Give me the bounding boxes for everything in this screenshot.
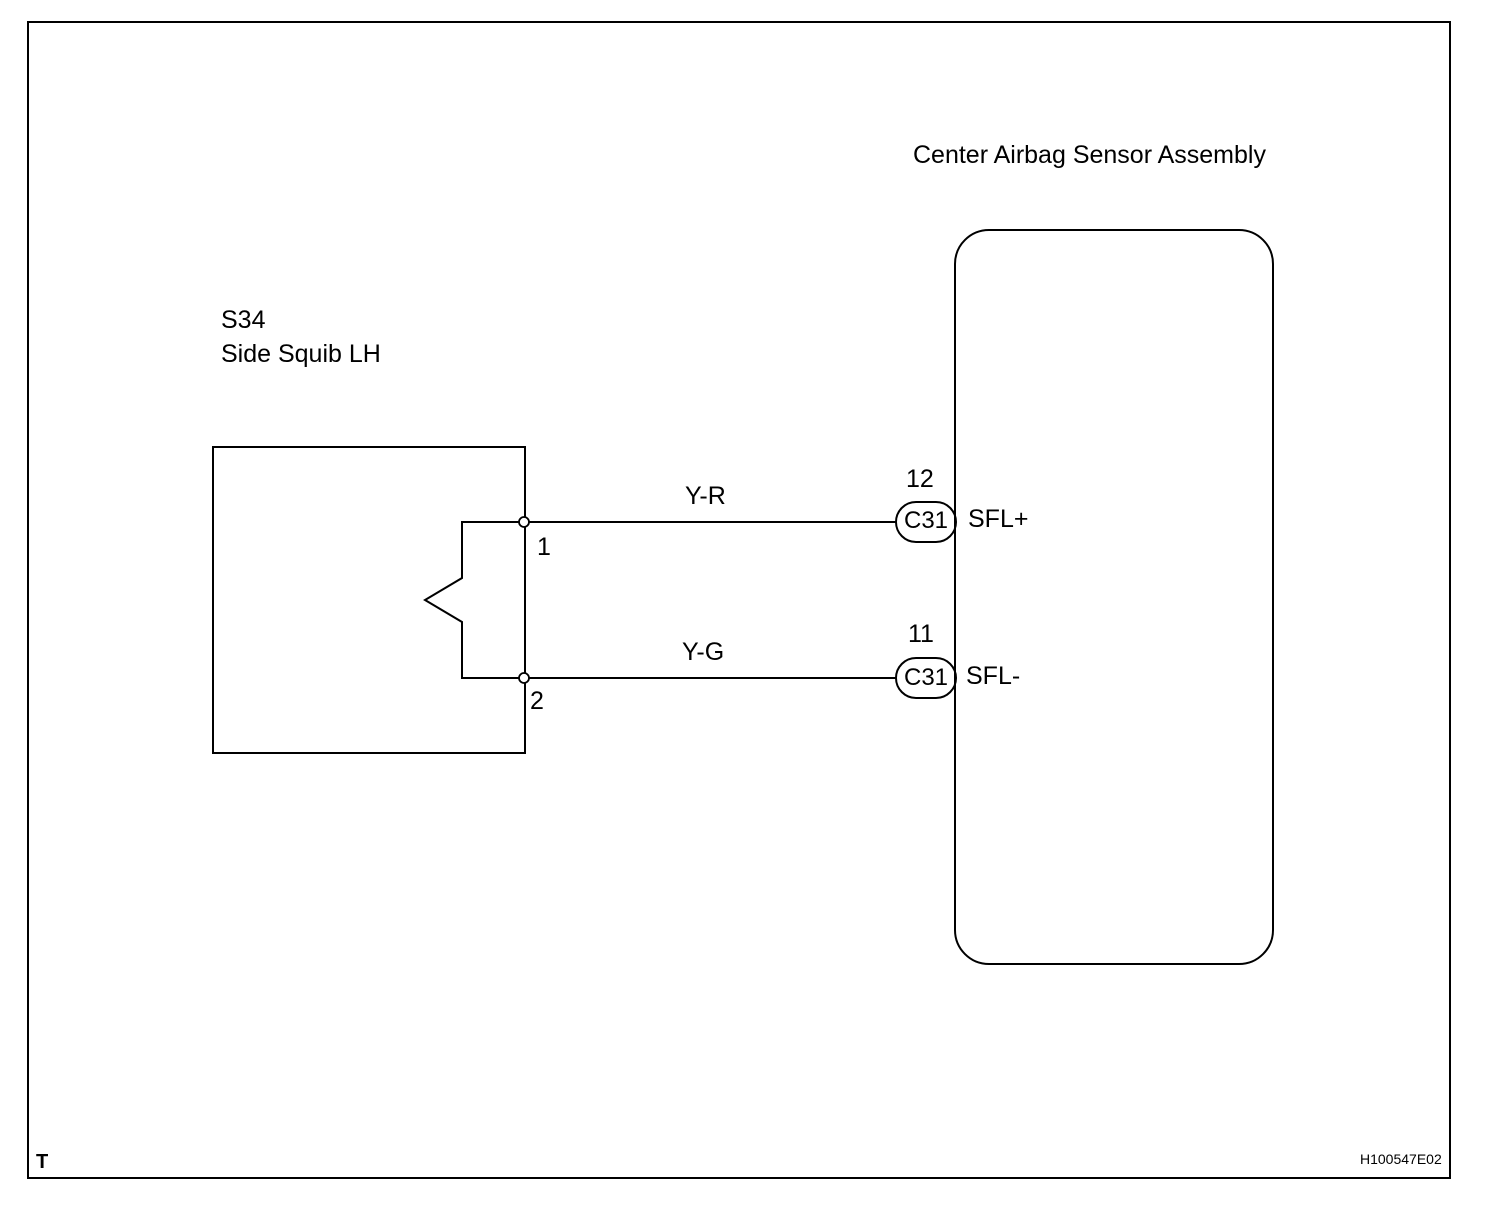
figure-id: H100547E02	[1360, 1151, 1442, 1167]
wire-color-y-g: Y-G	[682, 638, 725, 666]
terminal-sfl-minus: SFL-	[966, 662, 1021, 690]
corner-mark: T	[36, 1151, 49, 1173]
diagram-frame	[27, 21, 1451, 1179]
connector-pin-12: 12	[906, 465, 934, 493]
pin-2-terminal	[518, 672, 530, 684]
pin-1-label: 1	[537, 533, 551, 561]
pin-1-terminal	[518, 516, 530, 528]
squib-name: Side Squib LH	[221, 340, 381, 368]
pin-2-label: 2	[530, 687, 544, 715]
connector-c31-lower-label: C31	[903, 664, 949, 691]
connector-pin-11: 11	[908, 620, 934, 648]
sensor-title: Center Airbag Sensor Assembly	[913, 141, 1266, 169]
wire-color-y-r: Y-R	[685, 482, 726, 510]
squib-igniter-symbol	[423, 521, 524, 679]
sensor-assembly-box	[954, 229, 1274, 965]
squib-box	[212, 446, 526, 754]
connector-c31-upper-label: C31	[903, 507, 949, 534]
terminal-sfl-plus: SFL+	[968, 505, 1029, 533]
squib-code: S34	[221, 306, 266, 334]
